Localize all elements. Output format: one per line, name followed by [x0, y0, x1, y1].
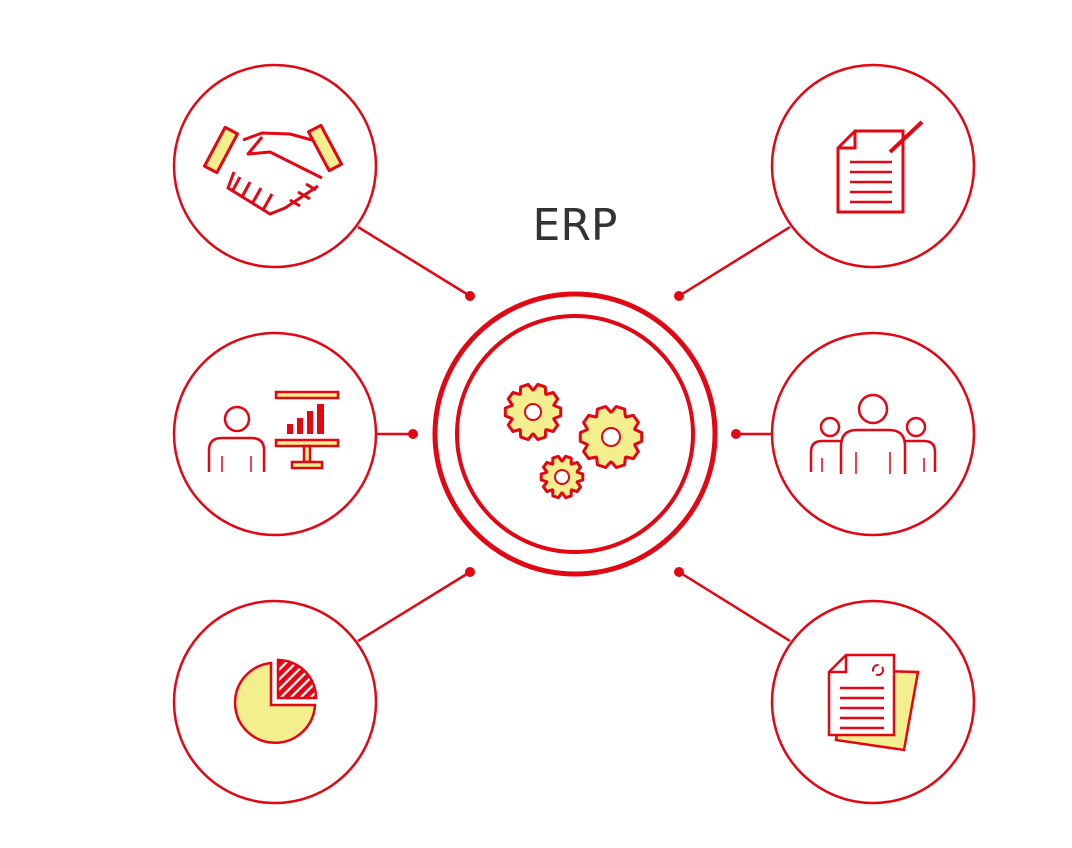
connector-pie-chart — [357, 570, 471, 643]
center-inner-ring — [455, 314, 695, 554]
connector-dot — [465, 567, 475, 577]
gears-icon — [503, 382, 644, 500]
center-outer-ring — [432, 291, 718, 577]
pie-chart-icon — [233, 658, 318, 745]
connector-handshake — [357, 225, 471, 298]
connector-document-sync — [678, 570, 791, 643]
connector-dot — [408, 429, 418, 439]
document-sync-icon — [827, 653, 920, 752]
connector-dot — [465, 291, 475, 301]
document-edit-icon — [836, 120, 924, 214]
connector-dot — [674, 291, 684, 301]
diagram-title: ERP — [532, 200, 618, 251]
gear-hole — [524, 403, 542, 421]
node-presentation — [172, 331, 378, 537]
handshake-icon — [202, 123, 344, 216]
node-handshake — [172, 63, 378, 269]
team-icon — [809, 393, 937, 474]
presentation-chart-icon — [207, 390, 340, 472]
gear-hole — [601, 427, 621, 447]
connector-dot — [674, 567, 684, 577]
connector-document-edit — [678, 225, 791, 298]
gear-hole — [554, 469, 570, 485]
node-pie-chart — [172, 599, 378, 805]
connector-dot — [731, 429, 741, 439]
